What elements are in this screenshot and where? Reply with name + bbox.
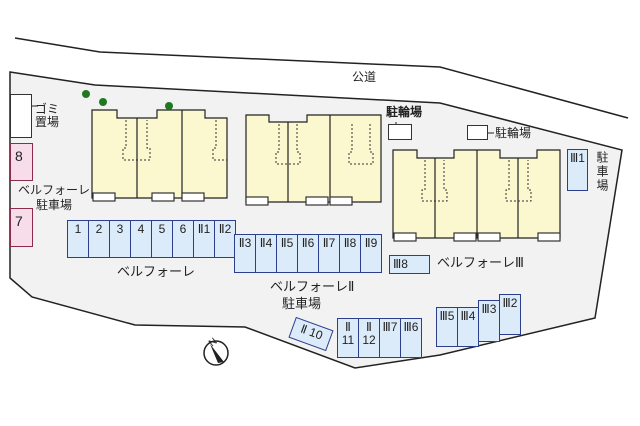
space-number: Ⅱ1 xyxy=(197,222,211,236)
space-number: Ⅱ7 xyxy=(322,236,336,250)
parking-space: Ⅱ4 xyxy=(255,234,277,273)
space-number: 2 xyxy=(95,222,103,236)
building-belfore xyxy=(91,109,228,199)
space-number: Ⅱ 12 xyxy=(362,320,376,348)
parking-space: 2 xyxy=(88,220,110,258)
parking-space: Ⅱ9 xyxy=(360,234,382,273)
space-number: Ⅲ8 xyxy=(393,257,408,271)
road-edge xyxy=(14,37,629,119)
building-belfore-2 xyxy=(245,114,382,203)
parking-space: Ⅲ6 xyxy=(400,318,422,358)
space-number: Ⅱ3 xyxy=(238,236,252,250)
space-number: Ⅱ 11 xyxy=(341,320,355,348)
building-belfore-3 xyxy=(392,149,561,239)
garbage-label: ゴミ置場 xyxy=(35,102,60,130)
parking-space: Ⅱ2 xyxy=(214,220,236,258)
parking-space: Ⅱ 11 xyxy=(337,318,359,358)
space-number: Ⅲ6 xyxy=(403,320,419,334)
parking-space-8: 8 xyxy=(10,143,33,181)
parking-space: 6 xyxy=(172,220,194,258)
belfore-parking-label: ベルフォーレ xyxy=(18,183,91,197)
space-number: 7 xyxy=(15,213,23,229)
bicycle-parking-1 xyxy=(388,124,412,140)
parking-space: Ⅱ 12 xyxy=(358,318,380,358)
space-number: 4 xyxy=(137,222,145,236)
parking-space-7: 7 xyxy=(10,208,33,247)
space-number: 5 xyxy=(158,222,166,236)
space-number: Ⅲ4 xyxy=(460,309,476,323)
space-number: 8 xyxy=(15,148,23,164)
space-number: Ⅱ5 xyxy=(280,236,294,250)
belfore-3-label: ベルフォーレⅢ xyxy=(437,256,524,271)
belfore-3-parking-label: 駐車場 xyxy=(595,151,609,193)
space-number: Ⅱ6 xyxy=(301,236,315,250)
parking-space: Ⅲ5 xyxy=(436,307,458,347)
entrance-boxes xyxy=(92,192,561,242)
space-number: Ⅱ8 xyxy=(343,236,357,250)
bicycle-parking-2 xyxy=(467,125,488,140)
parking-space: 4 xyxy=(130,220,152,258)
parking-space: Ⅱ1 xyxy=(193,220,215,258)
parking-space: 3 xyxy=(109,220,131,258)
parking-space: 5 xyxy=(151,220,173,258)
bicycle-parking-label-1: 駐輪場 xyxy=(386,105,423,119)
belfore-2-label: ベルフォーレⅡ xyxy=(270,280,355,295)
compass-icon xyxy=(203,340,229,366)
parking-space: Ⅲ2 xyxy=(499,294,521,335)
space-number: Ⅲ5 xyxy=(439,309,455,323)
parking-space: Ⅱ3 xyxy=(234,234,256,273)
belfore-label: ベルフォーレ xyxy=(117,265,196,280)
parking-space: Ⅱ8 xyxy=(339,234,361,273)
space-number: Ⅱ9 xyxy=(364,236,378,250)
space-number: Ⅲ2 xyxy=(502,296,518,310)
space-number: 3 xyxy=(116,222,124,236)
parking-space: Ⅲ4 xyxy=(457,307,479,347)
parking-space: Ⅱ5 xyxy=(276,234,298,273)
space-number: Ⅲ3 xyxy=(481,302,497,316)
parking-space: Ⅲ7 xyxy=(379,318,401,358)
space-number: 1 xyxy=(74,222,82,236)
bicycle-parking-label-2: 駐輪場 xyxy=(495,126,532,140)
belfore-2-parking-label: 駐車場 xyxy=(282,297,322,312)
parking-space: 1 xyxy=(67,220,89,258)
space-number: Ⅲ1 xyxy=(570,151,585,165)
garbage-area xyxy=(10,94,32,138)
parking-space: Ⅱ7 xyxy=(318,234,340,273)
belfore-parking-sub: 駐車場 xyxy=(36,198,73,212)
space-number: Ⅱ2 xyxy=(218,222,232,236)
space-number: 6 xyxy=(179,222,187,236)
parking-space-III1: Ⅲ1 xyxy=(567,149,588,191)
road-label: 公道 xyxy=(352,70,377,84)
space-number: Ⅱ4 xyxy=(259,236,273,250)
parking-space: Ⅱ6 xyxy=(297,234,319,273)
trees xyxy=(82,90,173,110)
space-number: Ⅲ7 xyxy=(382,320,398,334)
parking-space-III8: Ⅲ8 xyxy=(389,255,430,274)
parking-space: Ⅲ3 xyxy=(478,300,500,342)
